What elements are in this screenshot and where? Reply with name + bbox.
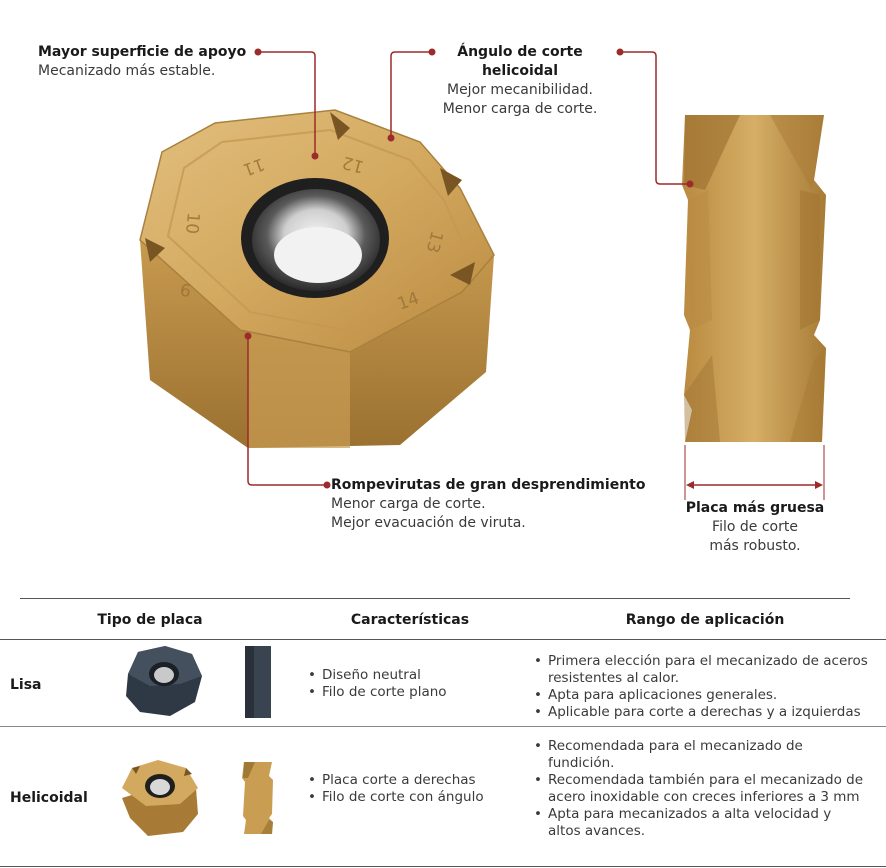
row-applications: Recomendada para el mecanizado de fundic… [534, 738, 864, 840]
header-type: Tipo de placa [97, 612, 203, 628]
callout-title: Rompevirutas de gran desprendimiento [331, 477, 646, 493]
side-thumbnail-dark [245, 646, 271, 718]
feature-item: Diseño neutral [308, 667, 447, 684]
callout-line: Mejor evacuación de viruta. [331, 515, 526, 531]
feature-item: Filo de corte con ángulo [308, 789, 484, 806]
row-features: Diseño neutral Filo de corte plano [308, 667, 447, 701]
callout-chipbreaker: Rompevirutas de gran desprendimiento Men… [331, 476, 645, 533]
application-item: Primera elección para el mecanizado de a… [534, 653, 879, 687]
callout-line: más robusto. [709, 538, 801, 554]
main-insert [139, 109, 495, 448]
callout-line: Menor carga de corte. [442, 101, 598, 117]
feature-item: Filo de corte plano [308, 684, 447, 701]
row-type-label: Lisa [10, 677, 42, 693]
table-top-rule [20, 598, 850, 599]
row-applications: Primera elección para el mecanizado de a… [534, 653, 879, 721]
application-item: Recomendada para el mecanizado de fundic… [534, 738, 864, 772]
feature-item: Placa corte a derechas [308, 772, 484, 789]
callout-title-line: helicoidal [481, 63, 559, 79]
side-view-insert [682, 115, 826, 442]
callout-line: Mecanizado más estable. [38, 63, 216, 79]
callout-line: Filo de corte [712, 519, 798, 535]
callout-dots [244, 48, 823, 489]
application-item: Aplicable para corte a derechas y a izqu… [534, 704, 879, 721]
insert-illustration: 11 12 13 14 9 10 [139, 48, 826, 500]
header-features: Características [350, 612, 470, 628]
callout-support: Mayor superficie de apoyo Mecanizado más… [38, 43, 246, 81]
callout-title: Placa más gruesa [685, 500, 825, 516]
table-bottom-rule [0, 866, 886, 867]
row-type-label: Helicoidal [10, 790, 88, 806]
application-item: Apta para aplicaciones generales. [534, 687, 879, 704]
application-item: Apta para mecanizados a alta velocidad y… [534, 806, 864, 840]
row-rule [0, 726, 886, 727]
engraved-number: 10 [181, 212, 203, 235]
header-applications: Rango de aplicación [625, 612, 785, 628]
callout-helical-angle: Ángulo de corte helicoidal Mejor mecanib… [420, 43, 620, 119]
callout-line: Menor carga de corte. [331, 496, 486, 512]
callout-title: Mayor superficie de apoyo [38, 44, 247, 60]
engraved-number: 9 [179, 278, 193, 300]
callout-title-line: Ángulo de corte [457, 44, 583, 60]
callout-leaders [247, 51, 825, 500]
row-features: Placa corte a derechas Filo de corte con… [308, 772, 484, 806]
insert-thumbnail-dark [126, 646, 202, 716]
header-rule [0, 639, 886, 640]
callout-thicker: Placa más gruesa Filo de corte más robus… [675, 499, 835, 556]
insert-thumbnail-gold [122, 760, 198, 836]
callout-line: Mejor mecanibilidad. [446, 82, 593, 98]
side-thumbnail-gold [242, 762, 273, 834]
application-item: Recomendada también para el mecanizado d… [534, 772, 864, 806]
